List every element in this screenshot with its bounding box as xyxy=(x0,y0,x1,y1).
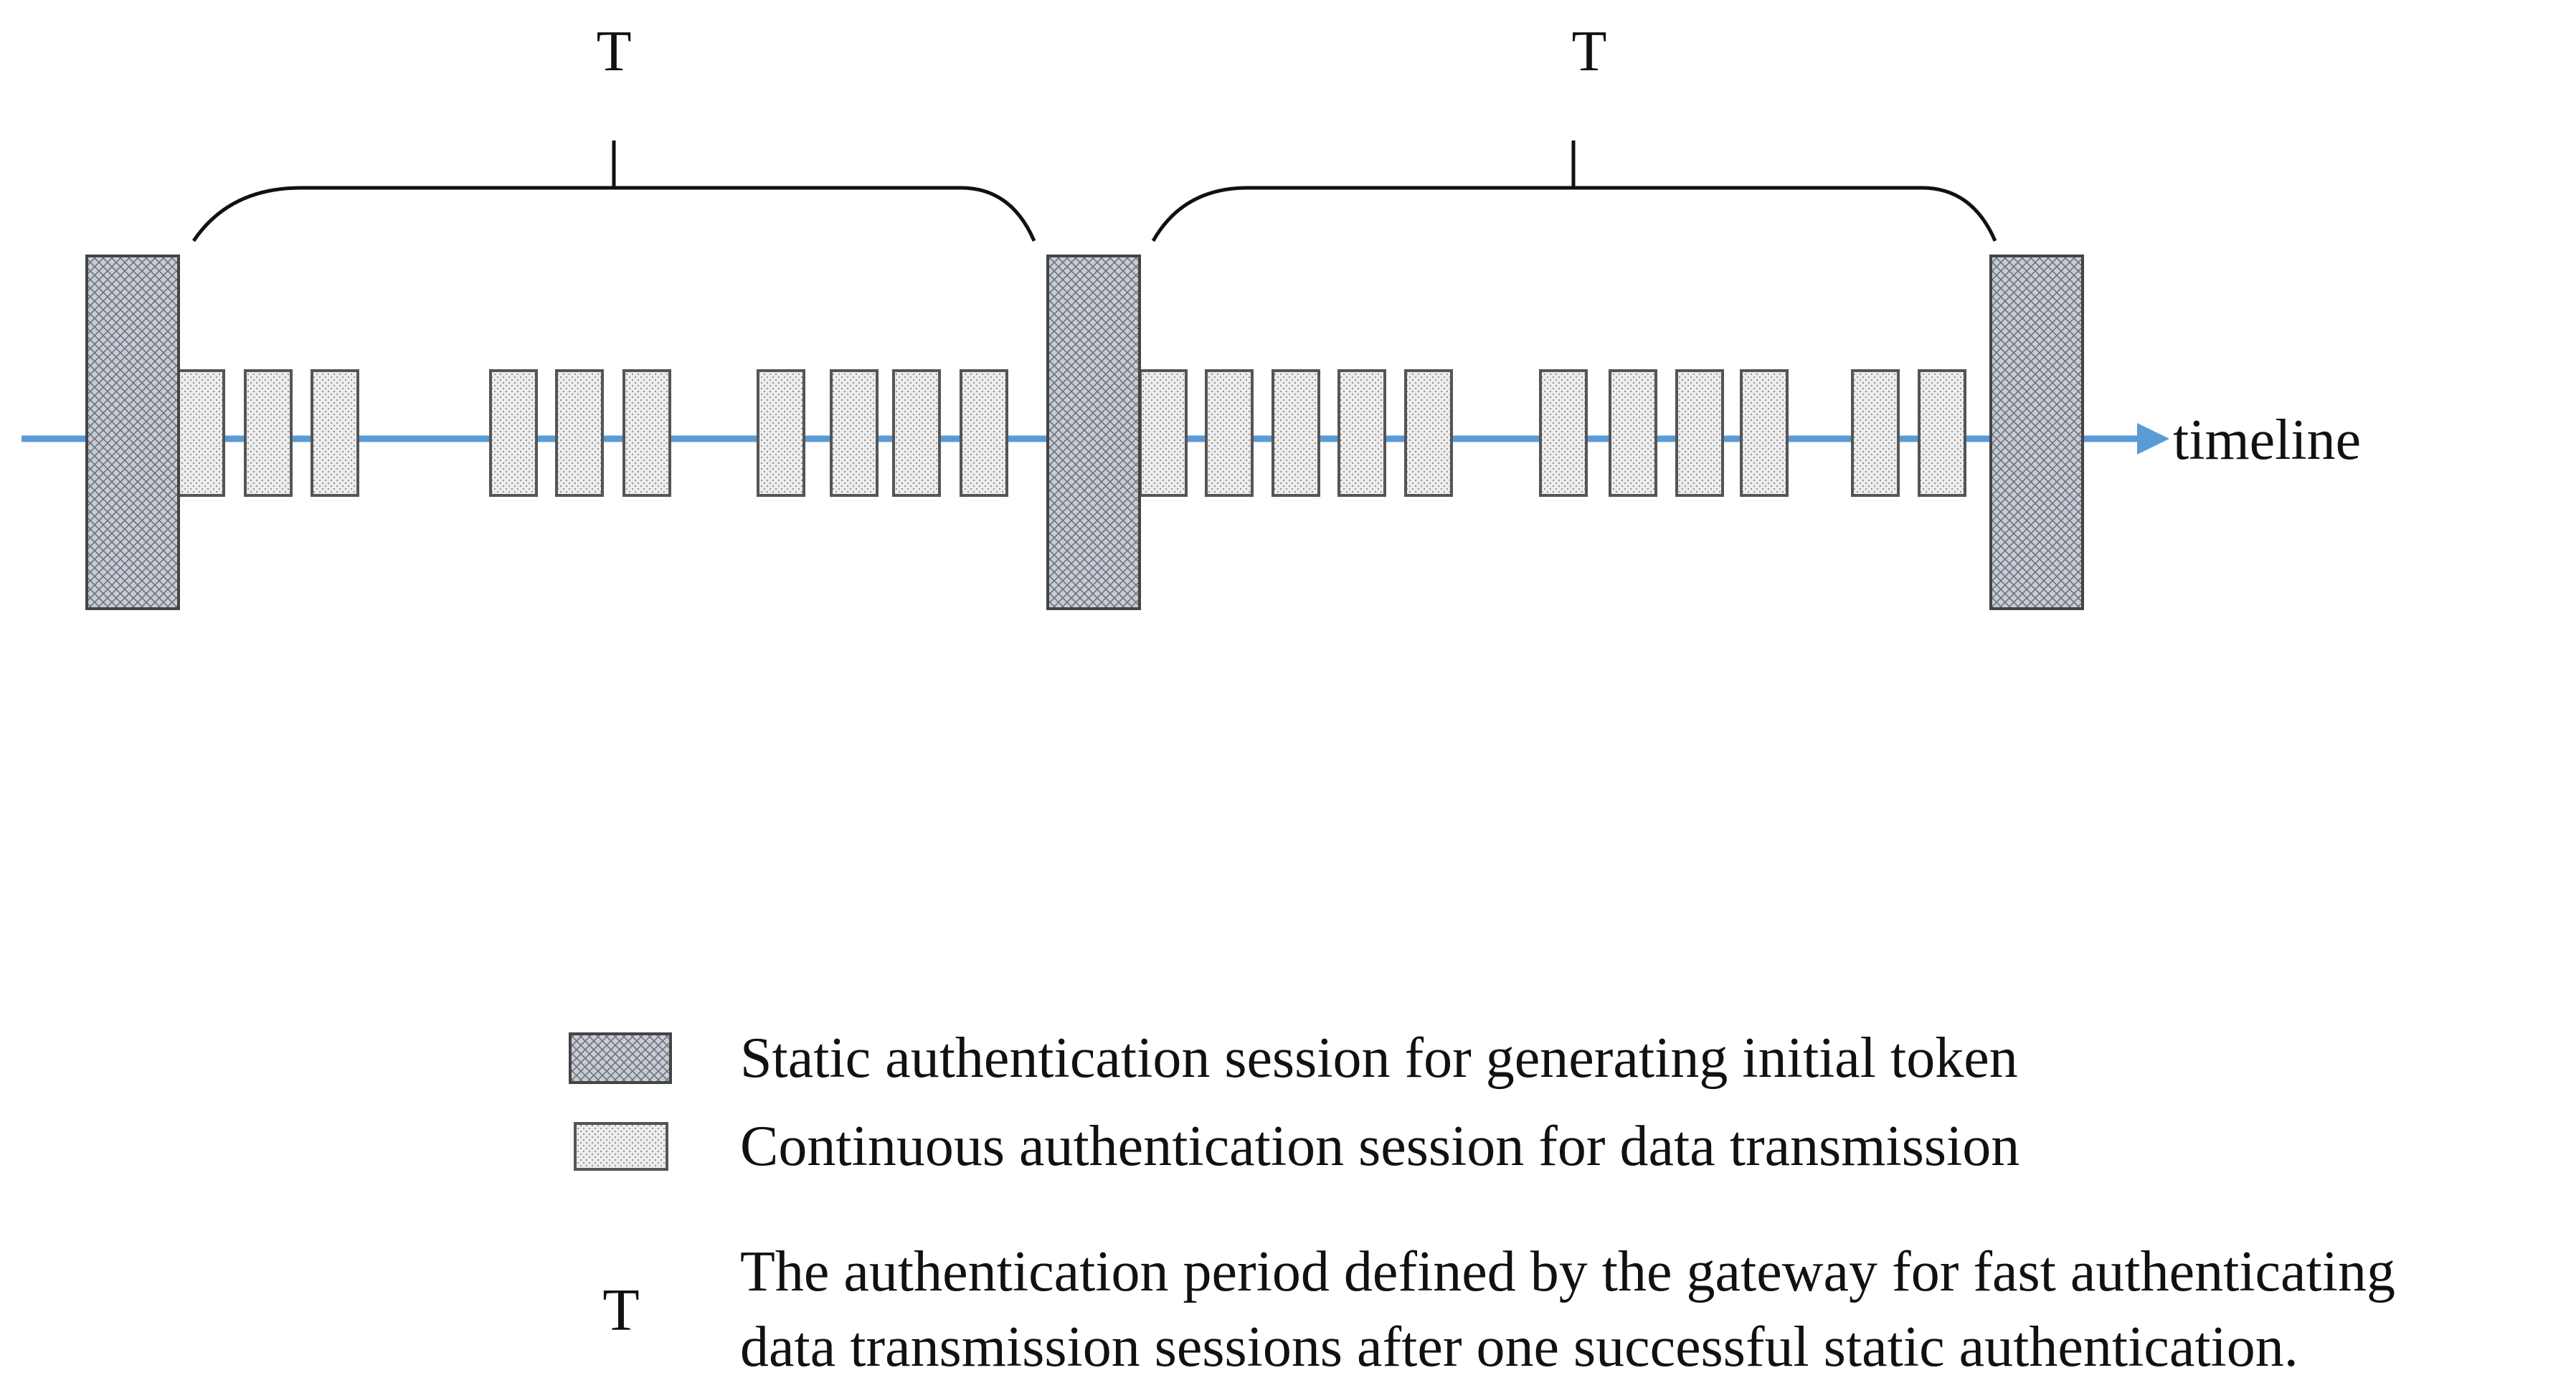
legend-static-swatch xyxy=(569,1032,672,1084)
continuous-session-block xyxy=(1205,369,1254,497)
timeline-arrowhead xyxy=(2137,423,2169,455)
period-2-label: T xyxy=(1572,20,1607,83)
continuous-session-block xyxy=(176,369,225,497)
continuous-session-block xyxy=(1851,369,1900,497)
legend-period-description-line1: The authentication period defined by the… xyxy=(740,1240,2395,1303)
legend-static-label: Static authentication session for genera… xyxy=(740,1027,2018,1090)
static-sessions xyxy=(85,255,2084,610)
period-brace-2: T xyxy=(1151,20,1997,242)
legend-continuous-swatch xyxy=(574,1122,668,1171)
continuous-session-block xyxy=(960,369,1008,497)
period-1-continuous-sessions xyxy=(176,369,1008,497)
continuous-session-block xyxy=(1539,369,1588,497)
period-1-label: T xyxy=(597,20,632,83)
continuous-session-block xyxy=(1740,369,1789,497)
continuous-session-block xyxy=(1404,369,1453,497)
legend-continuous-label: Continuous authentication session for da… xyxy=(740,1115,2019,1178)
continuous-session-block xyxy=(1337,369,1386,497)
period-brace-1: T xyxy=(191,20,1036,242)
continuous-session-block xyxy=(1139,369,1188,497)
continuous-session-block xyxy=(311,369,359,497)
continuous-session-block xyxy=(489,369,538,497)
continuous-session-block xyxy=(757,369,805,497)
continuous-session-block xyxy=(555,369,604,497)
timeline-label: timeline xyxy=(2173,409,2361,472)
continuous-session-block xyxy=(1918,369,1966,497)
legend-period-description-line2: data transmission sessions after one suc… xyxy=(740,1316,2298,1379)
period-2-continuous-sessions xyxy=(1139,369,1966,497)
continuous-session-block xyxy=(1272,369,1320,497)
continuous-session-block xyxy=(244,369,293,497)
static-session-block xyxy=(1989,255,2084,610)
static-session-block xyxy=(1046,255,1141,610)
continuous-session-block xyxy=(892,369,941,497)
continuous-session-block xyxy=(1675,369,1724,497)
continuous-session-block xyxy=(830,369,879,497)
continuous-session-block xyxy=(1609,369,1657,497)
legend-period-symbol: T xyxy=(602,1277,639,1344)
legend: Static authentication session for genera… xyxy=(569,1027,2395,1379)
static-session-block xyxy=(85,255,180,610)
continuous-session-block xyxy=(622,369,671,497)
